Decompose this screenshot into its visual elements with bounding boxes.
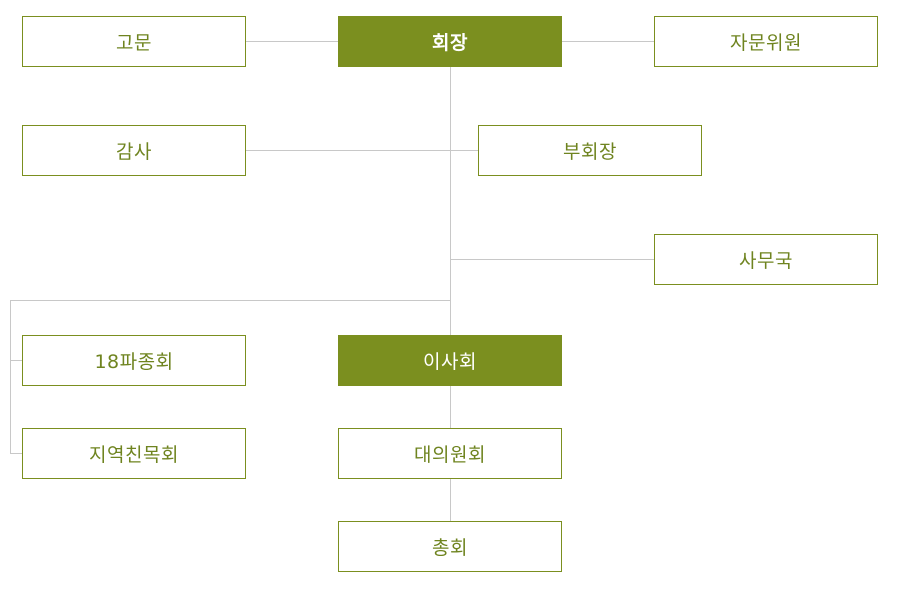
node-chairman: 회장 <box>338 16 562 67</box>
node-regional-fellowship: 지역친목회 <box>22 428 246 479</box>
connector-board-delegates <box>450 386 451 428</box>
node-board-of-directors-label: 이사회 <box>423 351 477 373</box>
connector-secretariat <box>450 259 654 260</box>
connector-advisor-chairman <box>245 41 338 42</box>
connector-left-vertical <box>10 300 11 454</box>
node-board-of-directors: 이사회 <box>338 335 562 386</box>
node-advisory-committee: 자문위원 <box>654 16 878 67</box>
node-faction-18-label: 18파종회 <box>94 351 174 373</box>
node-delegates-council-label: 대의원회 <box>414 444 486 466</box>
connector-left-branch <box>10 300 451 301</box>
connector-regional <box>10 453 22 454</box>
node-general-assembly-label: 총회 <box>432 537 468 559</box>
connector-main-trunk <box>450 67 451 335</box>
node-auditor-label: 감사 <box>116 141 152 163</box>
connector-delegates-assembly <box>450 479 451 521</box>
node-chairman-label: 회장 <box>432 32 468 54</box>
node-secretariat-label: 사무국 <box>739 250 793 272</box>
connector-chairman-advisory <box>562 41 654 42</box>
node-vice-chairman-label: 부회장 <box>563 141 617 163</box>
node-regional-fellowship-label: 지역친목회 <box>89 444 179 466</box>
node-secretariat: 사무국 <box>654 234 878 285</box>
node-advisory-committee-label: 자문위원 <box>730 32 802 54</box>
node-general-assembly: 총회 <box>338 521 562 572</box>
node-auditor: 감사 <box>22 125 246 176</box>
node-delegates-council: 대의원회 <box>338 428 562 479</box>
connector-auditor-vice <box>245 150 478 151</box>
node-faction-18: 18파종회 <box>22 335 246 386</box>
node-advisor: 고문 <box>22 16 246 67</box>
node-vice-chairman: 부회장 <box>478 125 702 176</box>
node-advisor-label: 고문 <box>116 32 152 54</box>
connector-faction <box>10 360 22 361</box>
